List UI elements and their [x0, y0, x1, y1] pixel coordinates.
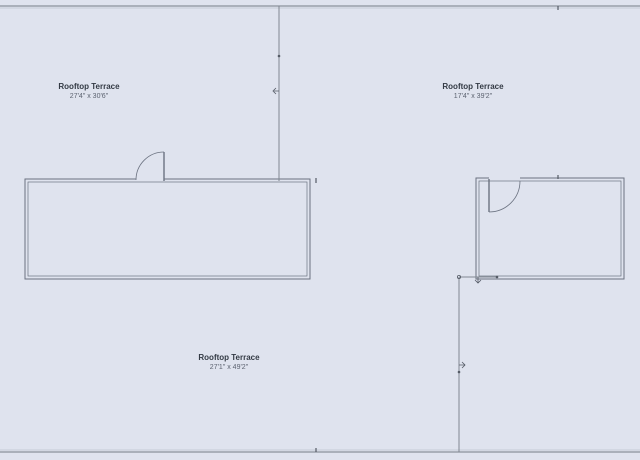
- room-label-bottom: Rooftop Terrace 27'1" x 49'2": [169, 353, 289, 372]
- left-structure: [24, 178, 311, 280]
- door-swing-arc: [488, 180, 521, 213]
- room-dimensions: 27'4" x 30'6": [69, 93, 109, 100]
- room-dimensions: 17'4" x 39'2": [453, 93, 493, 100]
- room-name: Rooftop Terrace: [58, 82, 120, 91]
- marker-dot: [495, 275, 499, 279]
- room-label-top-left: Rooftop Terrace 27'4" x 30'6": [29, 82, 149, 101]
- right-structure: [475, 177, 625, 280]
- arrow-right-icon: [459, 361, 466, 369]
- marker-dot: [277, 54, 281, 58]
- room-name: Rooftop Terrace: [442, 82, 504, 91]
- marker-dot: [456, 274, 461, 279]
- arrow-down-icon: [474, 277, 482, 284]
- arrow-left-icon: [272, 87, 279, 95]
- door-swing-arc: [135, 151, 165, 181]
- room-dimensions: 27'1" x 49'2": [209, 364, 249, 371]
- marker-dot: [457, 370, 461, 374]
- room-label-top-right: Rooftop Terrace 17'4" x 39'2": [413, 82, 533, 101]
- right-door: [488, 176, 521, 213]
- room-name: Rooftop Terrace: [198, 353, 260, 362]
- left-door: [135, 151, 165, 182]
